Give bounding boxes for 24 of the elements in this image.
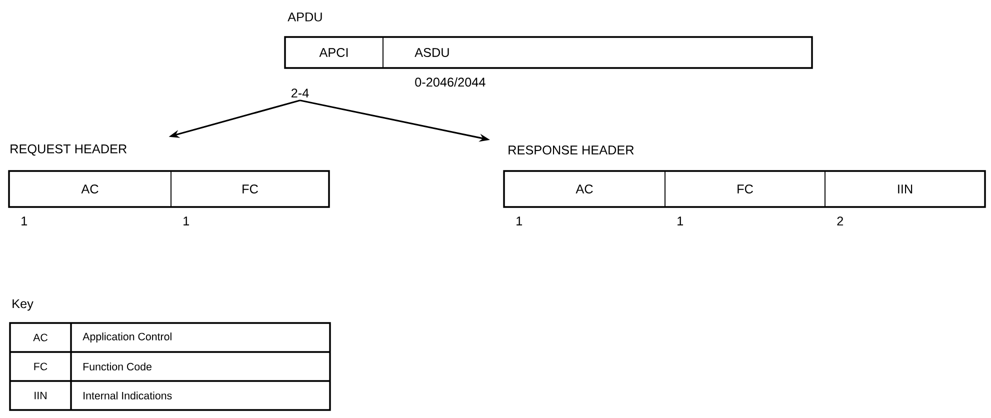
field-size: 1 <box>184 216 190 226</box>
field-cell: AC <box>8 170 172 208</box>
key-meaning: Internal Indications <box>84 392 172 400</box>
key-abbreviation: IIN <box>34 392 46 400</box>
field-cell: FC <box>170 170 330 208</box>
key-meaning: Function Code <box>83 362 152 370</box>
field-cell: AC <box>504 170 666 208</box>
field-cell: APCI <box>284 36 384 68</box>
key-title: Key <box>12 299 34 311</box>
field-size: 2 <box>837 216 844 226</box>
field-size: 0-2046/2044 <box>415 77 486 87</box>
field-cell: FC <box>664 170 826 208</box>
key-abbreviation: FC <box>34 362 48 370</box>
field-cell: ASDU <box>382 36 812 68</box>
size-text: 2-4 <box>291 88 309 98</box>
frame-title: REQUEST HEADER <box>10 144 127 156</box>
field-size: 1 <box>678 216 684 226</box>
key-meaning: Application Control <box>82 332 172 342</box>
field-size: 1 <box>22 216 28 226</box>
field-size: 1 <box>516 216 522 226</box>
field-cell: IIN <box>824 170 986 208</box>
key-abbreviation: AC <box>33 334 48 342</box>
frame-title: APDU <box>288 12 322 22</box>
frame-title: RESPONSE HEADER <box>508 146 634 154</box>
